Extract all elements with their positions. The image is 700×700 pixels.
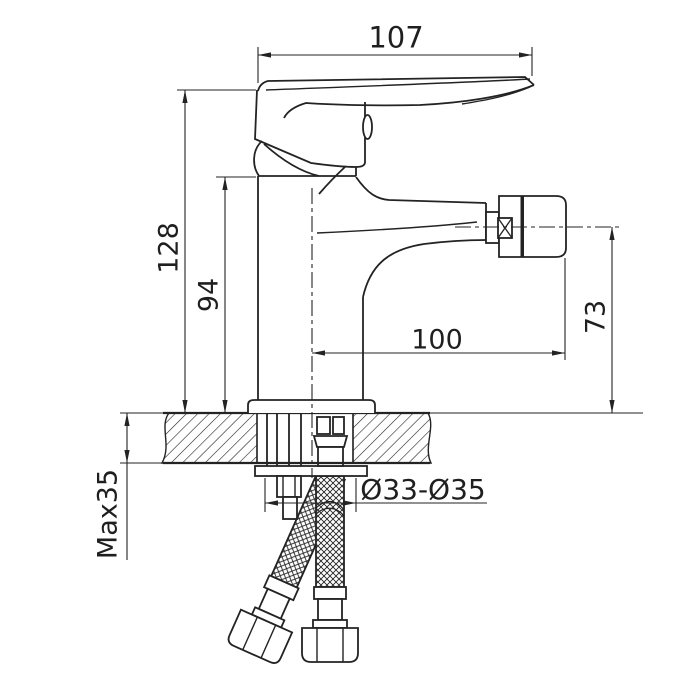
dim-label-94: 94 — [193, 277, 225, 313]
dimension-hole-diameter — [264, 478, 487, 512]
dimension-100 — [312, 258, 566, 360]
dim-label-73: 73 — [580, 299, 612, 335]
handle-button — [362, 114, 373, 140]
dim-label-max35: Max35 — [92, 468, 124, 560]
dimension-107 — [257, 47, 533, 83]
faucet-body — [253, 140, 364, 400]
dome-inner-arc-left — [263, 143, 320, 177]
dimension-94 — [216, 176, 256, 413]
swivel-joint-icon — [497, 217, 513, 239]
mounting-stud — [276, 475, 302, 520]
dimension-lines — [124, 47, 615, 560]
handle-cap — [254, 89, 357, 168]
countertop-hatch-left — [160, 412, 258, 464]
dome-left-arc — [253, 140, 263, 177]
mounting-washer — [254, 465, 368, 477]
dimension-73 — [609, 227, 615, 413]
dim-label-128: 128 — [153, 222, 185, 274]
spout — [316, 176, 500, 298]
dimension-max35 — [124, 413, 130, 560]
dome-inner-arc-right — [318, 165, 347, 195]
centerlines — [311, 188, 622, 478]
handle-lever — [254, 76, 535, 168]
mounting-shank — [266, 414, 349, 467]
dim-label-100: 100 — [411, 324, 463, 356]
countertop-hatch-right — [352, 412, 433, 464]
dim-label-107: 107 — [368, 20, 424, 55]
countertop-section — [120, 411, 643, 465]
dim-label-hole-diameter: Ø33-Ø35 — [360, 473, 486, 506]
supply-hose-vertical — [301, 475, 359, 663]
dimension-128 — [177, 89, 256, 413]
